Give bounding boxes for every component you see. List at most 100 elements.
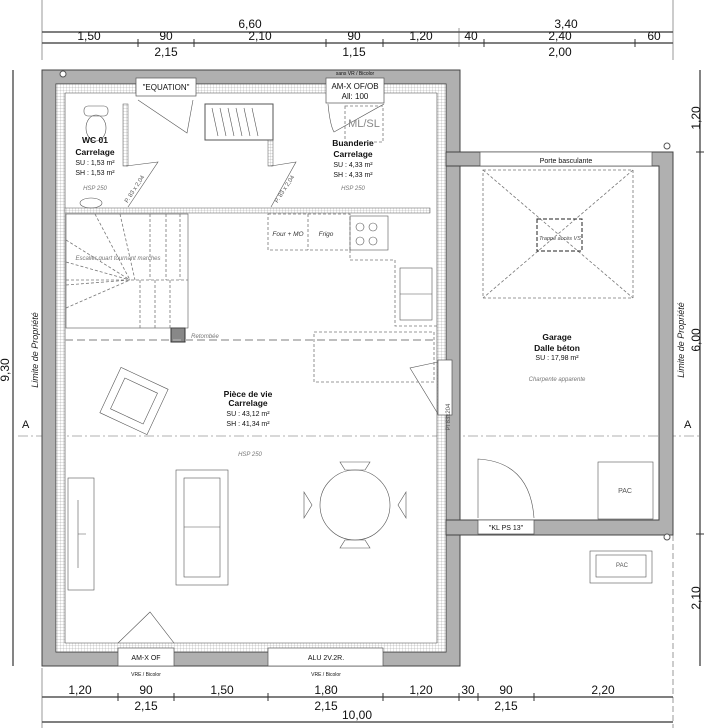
house-walls <box>41 69 674 667</box>
room-name: Pièce de vie <box>224 389 273 399</box>
room-wc: WC 01 Carrelage SU : 1,53 m² SH : 1,53 m… <box>75 135 115 192</box>
room-name: Buanderie <box>332 138 374 148</box>
cooktop-icon <box>349 215 389 251</box>
sink-icon <box>79 197 103 209</box>
pac-outside-label: PAC <box>616 563 629 569</box>
dim-bottom: 1,80 <box>314 683 338 697</box>
dim-top: 1,50 <box>77 29 101 43</box>
room-name: Garage <box>542 332 572 342</box>
bottom-window-2-label: ALU 2V.2R. <box>308 655 344 662</box>
dim-top: 2,40 <box>548 29 572 43</box>
room-sh: SH : 4,33 m² <box>333 172 373 179</box>
room-garage: Trappe accès VS Garage Dalle béton SU : … <box>482 169 634 383</box>
room-sh: SH : 41,34 m² <box>226 421 270 428</box>
dining-table-icon <box>303 461 407 549</box>
dim-left-total: 9,30 <box>0 358 12 382</box>
fridge-label: Frigo <box>319 231 334 238</box>
stairs-note: Escalier quart tournant marches <box>75 256 160 262</box>
dim-right: 1,20 <box>689 106 703 130</box>
openings: "EQUATION" sans VR / Bicolor AM-X OF/OB … <box>117 71 653 678</box>
garage-service-door-label: "KL PS 13" <box>489 525 524 532</box>
dim-top: 2,10 <box>248 29 272 43</box>
dim-top: 90 <box>159 29 173 43</box>
room-su: SU : 43,12 m² <box>226 411 270 418</box>
dim-top-sub: 2,00 <box>548 45 572 59</box>
laundry-window-note: sans VR / Bicolor <box>336 71 375 77</box>
dim-top-sub: 1,15 <box>342 45 366 59</box>
laundry-window-sub: All: 100 <box>342 92 369 101</box>
garage-door-label: Porte basculante <box>540 158 593 165</box>
garage-service-door[interactable] <box>477 519 535 535</box>
entry-door-label: "EQUATION" <box>143 83 190 92</box>
room-su: SU : 17,98 m² <box>535 355 579 362</box>
room-su: SU : 1,53 m² <box>75 160 115 167</box>
dim-bottom: 2,20 <box>591 683 615 697</box>
bottom-window-1-note: VRE / Bicolor <box>131 672 161 678</box>
section-mark-left: A <box>22 419 30 431</box>
oven-label: Four + MO <box>272 231 303 238</box>
dim-bottom-sub: 2,15 <box>134 699 158 713</box>
staircase: Escalier quart tournant marches <box>65 213 189 329</box>
room-laundry: ML/SL Buanderie Carrelage SU : 4,33 m² S… <box>332 105 384 192</box>
living-interior-door-label: Pl 83x204 <box>446 403 452 430</box>
furniture: Escalier quart tournant marches Four + M… <box>65 105 437 591</box>
dim-top-sub: 2,15 <box>154 45 178 59</box>
toilet-icon <box>83 105 109 142</box>
laundry-window[interactable] <box>325 77 385 104</box>
dim-top: 1,20 <box>409 29 433 43</box>
entry-door[interactable] <box>135 77 197 97</box>
section-mark-right: A <box>684 419 692 431</box>
room-floor: Carrelage <box>228 398 267 408</box>
room-floor: Carrelage <box>333 149 372 159</box>
room-sh: SH : 1,53 m² <box>75 170 115 177</box>
dim-top-overall: 6,60 <box>238 17 262 31</box>
armchair-icon <box>99 366 169 436</box>
dim-bottom: 1,20 <box>409 683 433 697</box>
dim-bottom-sub: 2,15 <box>314 699 338 713</box>
dim-bottom: 90 <box>499 683 513 697</box>
property-limit-right: Limite de Propriété <box>676 302 686 378</box>
heat-pumps: PAC PAC <box>589 461 654 584</box>
interior-door-wc: P. 83 x 2,04 <box>124 174 146 204</box>
dim-bottom: 1,50 <box>210 683 234 697</box>
room-su: SU : 4,33 m² <box>333 162 373 169</box>
dim-top-overall: 3,40 <box>554 17 578 31</box>
kitchen-island <box>313 331 435 383</box>
attic-hatch-label: Trappe accès VS <box>539 236 581 242</box>
room-floor: Carrelage <box>75 147 114 157</box>
dim-bottom: 30 <box>461 683 475 697</box>
dim-bottom: 1,20 <box>68 683 92 697</box>
property-limit-left: Limite de Propriété <box>30 312 40 388</box>
dim-right: 6,00 <box>689 328 703 352</box>
bottom-window-2-note: VRE / Bicolor <box>311 672 341 678</box>
bottom-window-2[interactable] <box>267 647 384 667</box>
dim-top: 40 <box>464 29 478 43</box>
interior-door-laundry: P. 83 x 2,04 <box>274 174 296 204</box>
pac-inside-label: PAC <box>618 488 632 495</box>
bottom-window-1-label: AM-X OF <box>131 655 160 662</box>
roof-note: Charpente apparente <box>529 377 586 383</box>
room-hsp: HSP 250 <box>341 186 365 192</box>
tv-unit-icon <box>67 477 95 591</box>
kitchen: Four + MO Frigo <box>267 213 437 383</box>
dim-top: 60 <box>647 29 661 43</box>
room-hsp: HSP 250 <box>238 452 262 458</box>
bottom-window-1[interactable] <box>117 647 175 667</box>
dim-top: 90 <box>347 29 361 43</box>
washer-dryer-label: ML/SL <box>348 118 380 130</box>
sofa-icon <box>175 469 229 586</box>
bottom-dimensions: 1,20 90 1,50 1,80 1,20 30 90 2,20 2,15 2… <box>41 535 674 728</box>
laundry-window-label: AM-X OF/OB <box>331 82 378 91</box>
room-floor: Dalle béton <box>534 343 580 353</box>
garage-door[interactable] <box>479 151 653 167</box>
dim-bottom: 90 <box>139 683 153 697</box>
side-dimensions: 9,30 Limite de Propriété 1,20 6,00 2,10 … <box>0 70 704 666</box>
beam-note: Retombée <box>191 334 219 340</box>
dim-bottom-sub: 2,15 <box>494 699 518 713</box>
top-dimensions: 6,60 3,40 1,50 90 2,10 90 1,20 40 2,40 6… <box>41 0 674 60</box>
room-name: WC 01 <box>82 135 108 145</box>
dim-bottom-total: 10,00 <box>342 708 372 722</box>
living-interior-door[interactable] <box>437 359 453 416</box>
room-hsp: HSP 250 <box>83 186 107 192</box>
